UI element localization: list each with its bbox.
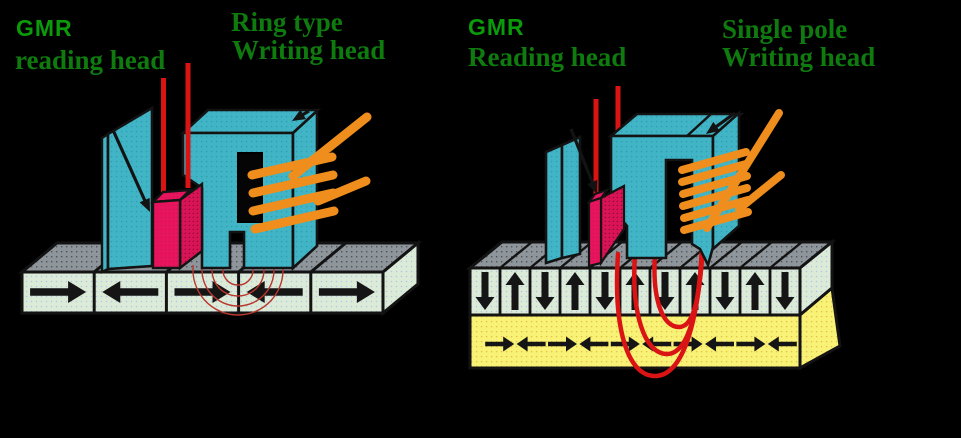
ring-head-coil [247,112,372,234]
field-arc [201,264,275,307]
annotation-arrow-head [706,121,720,134]
field-arc [192,264,284,316]
right-reader-shield-side [544,143,564,265]
magnetization-arrow-down [595,272,615,310]
magnetization-arrow-right [174,281,231,303]
bit-separator-top [309,241,347,274]
single-pole-head-top-division [686,113,712,137]
annotation-arrow-head [292,109,306,121]
coil-turn [678,148,750,174]
soft-underlayer-side-face [798,285,842,371]
field-loop [652,245,705,330]
right-medium-magnetization-arrows [475,272,795,310]
left-writer-label-line2: Writing head [232,35,386,65]
right-reader-label-text: Reading head [468,42,627,72]
right-diagram [465,86,842,379]
annotation-arrow-shaft [569,128,596,188]
annotation-arrow-head [139,197,150,212]
magnetization-arrow-left [516,336,546,352]
magnetization-arrow-right [318,281,375,303]
left-writer-label-line1: Ring type [231,7,343,37]
left-reader-label-gmr: GMR [16,15,73,41]
annotation-arrow-shaft [111,129,149,206]
left-reader-label-text: reading head [15,45,166,75]
coil-lead [703,109,783,232]
bit-separator-top [499,241,533,269]
magnetization-arrow-down [535,272,555,310]
right-reader-label-gmr: GMR [468,14,525,40]
write-field-arcs [192,264,284,316]
magnetization-arrow-right [548,336,577,352]
magnetization-arrow-right [30,281,87,303]
coil-lead [313,176,371,206]
coil-turn [678,160,750,186]
bit-separator-top [739,241,773,269]
magnetization-arrow-down [475,272,495,310]
magnetization-arrow-up [505,272,525,310]
left-medium-side-face [381,239,420,317]
ring-head-side-face [291,108,319,271]
magnetization-arrow-left [579,336,609,352]
field-arc [211,264,265,297]
left-diagram [17,63,423,317]
left-annotation-arrows [111,109,310,212]
magnetization-arrow-down [775,272,795,310]
magnetization-arrow-left [767,336,797,352]
right-writer-label-line2: Writing head [722,42,876,72]
right-gmr-sensor-front [587,196,603,268]
bit-separator-top [769,241,803,269]
magnetization-arrow-right [485,336,515,352]
left-medium-magnetization-arrows [30,281,375,303]
annotation-arrow-head [587,179,598,194]
left-gmr-sensor-front [151,198,182,270]
coil-turn [250,206,339,234]
magnetization-arrow-left [705,336,734,352]
right-annotation-arrows [569,111,736,194]
right-reader-shield-front [560,134,582,260]
coil-turn [248,170,338,198]
coil-turn [679,184,751,210]
coil-lead [735,171,785,213]
magnetization-arrow-down [655,272,675,310]
right-writer-label-line1: Single pole [722,14,848,44]
bit-separator-top [709,241,743,269]
magnetization-arrow-down [715,272,735,310]
magnetization-arrow-left [102,281,159,303]
magnetization-arrow-up [745,272,765,310]
field-arc [222,264,254,286]
single-pole-coil [678,109,785,234]
write-field-loops [614,243,706,379]
magnetization-arrow-up [565,272,585,310]
magnetization-arrow-right [736,336,766,352]
coil-lead [288,112,372,181]
